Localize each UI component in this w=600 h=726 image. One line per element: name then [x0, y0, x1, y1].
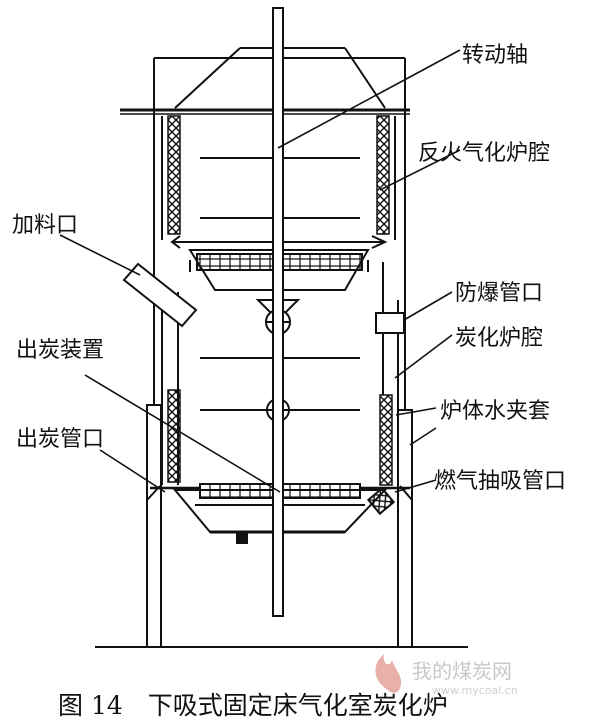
label-carbonization-chamber: 炭化炉腔 [455, 326, 543, 351]
label-rotating-shaft: 转动轴 [462, 43, 528, 68]
explosion-vent-pipe [375, 312, 405, 334]
label-gas-suction-outlet: 燃气抽吸管口 [434, 469, 566, 494]
label-reverse-fire-chamber: 反火气化炉腔 [418, 141, 550, 166]
support-legs [146, 58, 413, 648]
watermark: 我的煤炭网 www.mycoal.cn [375, 654, 518, 697]
leader-lines [59, 49, 461, 493]
top-hood [120, 47, 410, 115]
watermark-text: 我的煤炭网 [412, 659, 512, 683]
rotating-shaft [272, 7, 284, 617]
label-water-jacket: 炉体水夹套 [440, 399, 550, 424]
flame-logo-icon [375, 654, 402, 693]
label-explosion-vent: 防爆管口 [455, 281, 543, 306]
lower-chamber-wall [161, 262, 399, 486]
upper-chamber-wall [161, 115, 396, 240]
feed-inlet-pipe [122, 262, 198, 328]
label-char-discharge-device: 出炭装置 [16, 338, 104, 363]
watermark-domain: www.mycoal.cn [432, 684, 518, 697]
figure-caption: 图 14 下吸式固定床气化室炭化炉 [58, 691, 448, 720]
label-char-outlet: 出炭管口 [16, 427, 104, 452]
label-feed-inlet: 加料口 [12, 213, 78, 238]
